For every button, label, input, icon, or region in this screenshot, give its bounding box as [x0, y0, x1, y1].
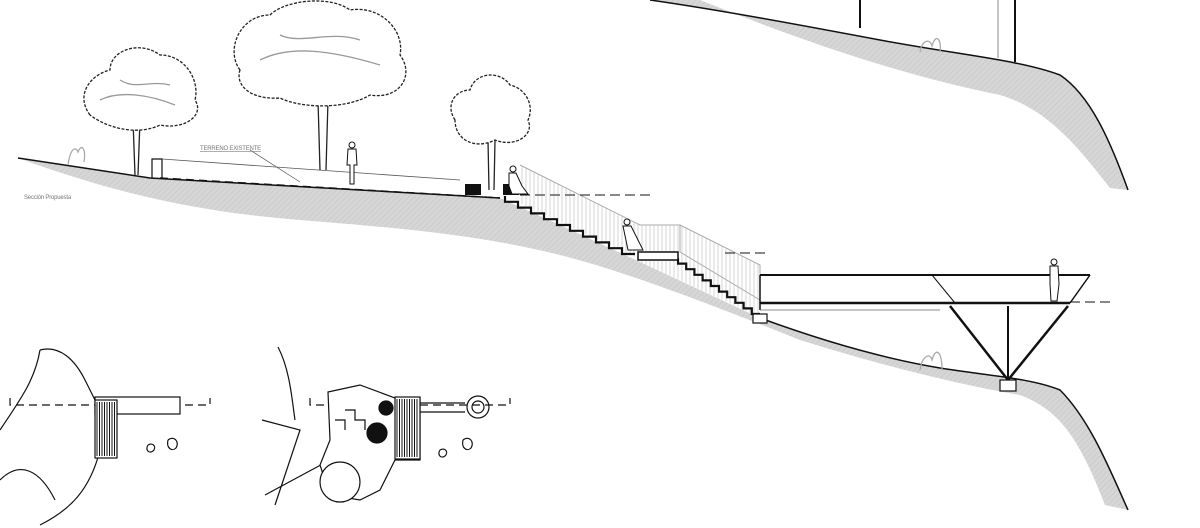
- shrub: [919, 351, 943, 371]
- cantilever-bridge: [759, 274, 1110, 392]
- staircase: [503, 164, 770, 324]
- person-on-bridge: [1049, 258, 1060, 302]
- tree-2: [233, 0, 407, 171]
- person-sitting: [508, 165, 529, 195]
- plan-left: [0, 348, 211, 526]
- main-terrain: [17, 149, 1129, 511]
- trees: [67, 0, 943, 371]
- shrub: [919, 37, 942, 53]
- person-standing-left: [346, 141, 358, 185]
- human-figures: [346, 141, 1060, 302]
- tree-1: [83, 47, 199, 176]
- plan-right: [261, 346, 511, 506]
- terrain-label: TERRENO EXISTENTE: [200, 146, 261, 152]
- person-sitting-stairs: [622, 218, 644, 251]
- shrub: [67, 146, 86, 166]
- upper-terrain: [649, 0, 1129, 191]
- section-label: Sección Propuesta: [24, 195, 72, 201]
- tree-3: [450, 74, 531, 191]
